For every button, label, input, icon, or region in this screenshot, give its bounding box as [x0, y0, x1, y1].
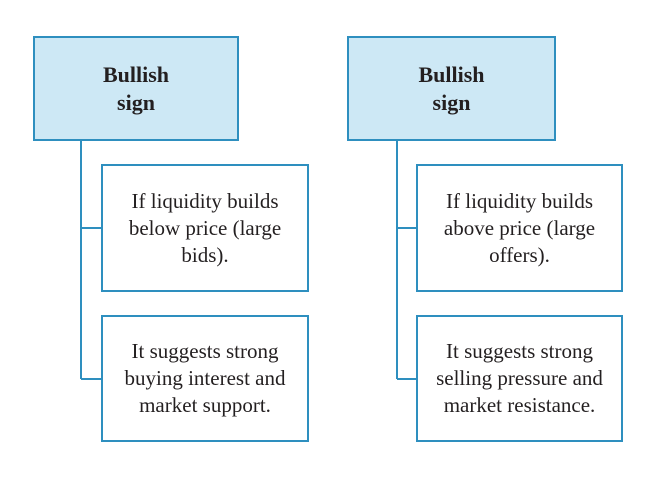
right-header-label: Bullish sign: [418, 61, 485, 115]
right-header-box: Bullish sign: [347, 36, 556, 141]
left-item-text-2: It suggests strong buying interest and m…: [124, 339, 286, 417]
right-item-box-1: If liquidity builds above price (large o…: [416, 164, 623, 292]
right-item-text-1: If liquidity builds above price (large o…: [443, 188, 596, 267]
left-header-label: Bullish sign: [102, 61, 170, 115]
right-item-box-2: It suggests strong selling pressure and …: [416, 315, 623, 442]
left-header-box: Bullish sign: [33, 36, 239, 141]
left-item-box-1: If liquidity builds below price (large b…: [101, 164, 309, 292]
left-item-box-2: It suggests strong buying interest and m…: [101, 315, 309, 442]
right-item-text-2: It suggests strong selling pressure and …: [436, 339, 603, 417]
left-item-text-1: If liquidity builds below price (large b…: [128, 188, 282, 267]
